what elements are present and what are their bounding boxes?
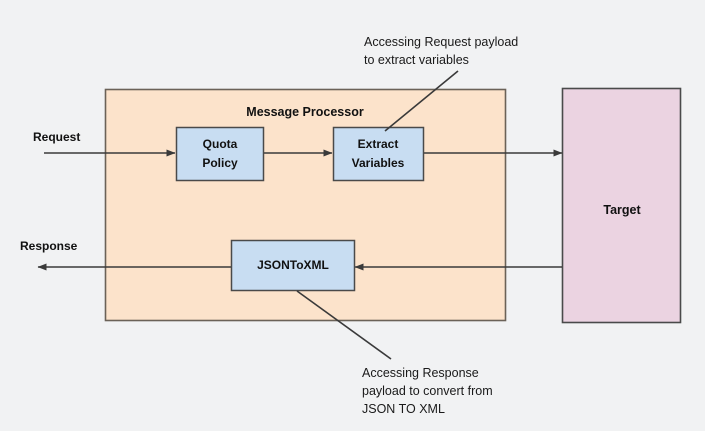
quota-policy-box[interactable] <box>175 126 265 182</box>
request-annotation-leader-line <box>384 70 459 132</box>
extract-variables-label-line1: Extract <box>358 137 399 151</box>
jsontoxml-box[interactable] <box>230 239 356 292</box>
response-annotation-line3: JSON TO XML <box>362 402 445 416</box>
response-annotation-leader-line <box>296 290 392 360</box>
response-annotation-line2: payload to convert from <box>362 384 493 398</box>
request-annotation-line1: Accessing Request payload <box>364 35 518 49</box>
response-annotation-line1: Accessing Response <box>362 366 479 380</box>
extract-variables-label-line2: Variables <box>352 156 405 170</box>
quota-policy-label-line1: Quota <box>203 137 238 151</box>
message-processor-title: Message Processor <box>246 105 364 119</box>
response-label: Response <box>20 239 78 253</box>
jsontoxml-label: JSONToXML <box>257 258 329 272</box>
quota-policy-label-line2: Policy <box>202 156 238 170</box>
extract-variables-box[interactable] <box>332 126 425 182</box>
request-annotation-line2: to extract variables <box>364 53 469 67</box>
request-label: Request <box>33 130 80 144</box>
target-container[interactable] <box>561 87 682 324</box>
target-title: Target <box>603 203 641 217</box>
